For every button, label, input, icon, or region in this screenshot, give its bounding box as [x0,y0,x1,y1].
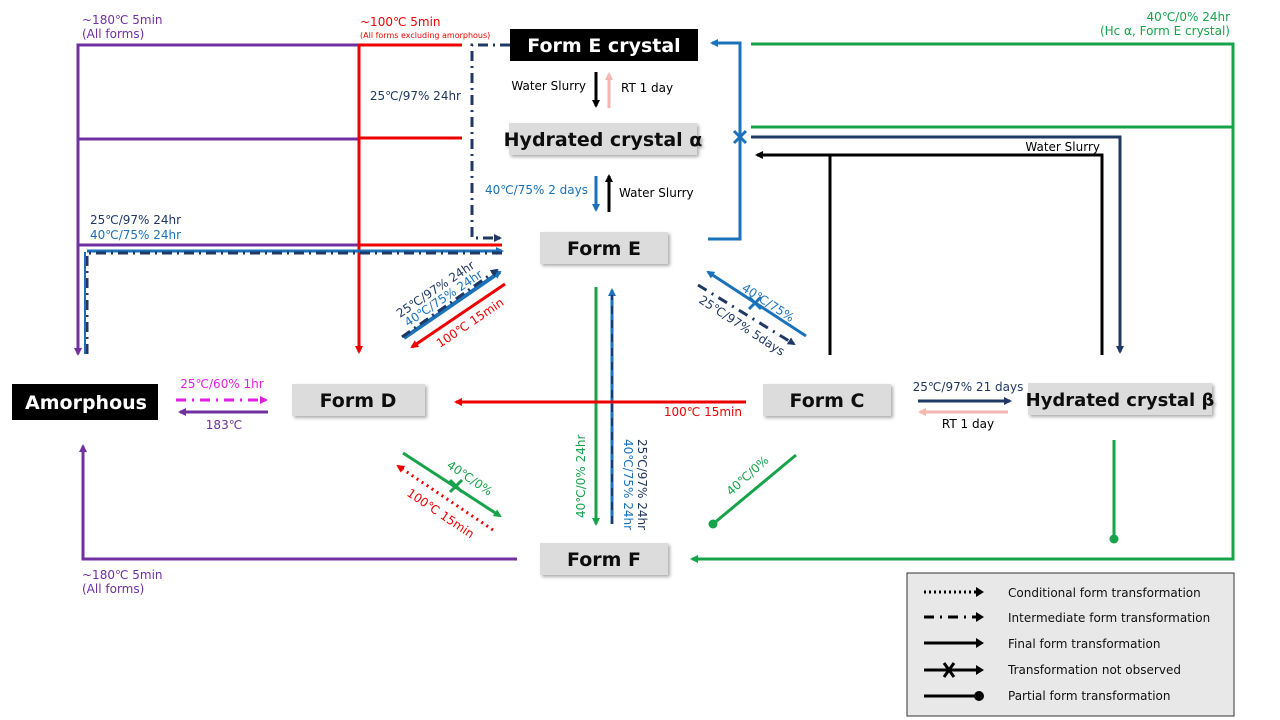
legend-arrowhead [976,587,984,597]
node-form-f: Form F [540,543,668,575]
legend-item-partial: Partial form transformation [924,689,1171,703]
node-label: Hydrated crystal β [1026,390,1215,411]
legend-item-conditional: Conditional form transformation [924,586,1201,600]
node-form-e-crystal: Form E crystal [510,29,698,61]
legend-item-final: Final form transformation [924,637,1160,651]
node-label: Form F [567,549,641,571]
legend-arrowhead [976,638,984,648]
legend-item-not-observed: Transformation not observed [924,662,1181,678]
node-label: Form E crystal [527,35,680,57]
edge-labels: ~180℃ 5min (All forms) ~100℃ 5min (All f… [82,10,1230,596]
legend-item-intermediate: Intermediate form transformation [924,611,1210,625]
label-ha-to-ec: RT 1 day [621,81,673,95]
label-left-25-97: 25℃/97% 24hr [90,213,181,227]
navy-line-ha-to-beta [751,135,1124,354]
label-e-to-ha: Water Slurry [619,186,694,200]
black-water-slurry-to-ha [755,151,1104,355]
label-c-to-beta: 25℃/97% 21 days [913,380,1024,394]
navy-dashdot-ec-to-e [470,43,510,242]
legend-label: Conditional form transformation [1008,586,1201,600]
legend-label: Partial form transformation [1008,689,1171,703]
node-form-d: Form D [292,384,425,416]
label-top-mid-2: (All forms excluding amorphous) [360,31,490,40]
label-top-right-1: 40℃/0% 24hr [1147,10,1231,24]
diag-e-to-c-navy [697,283,796,346]
label-bottom-left-1: ~180℃ 5min [82,568,163,582]
partial-dot-beta [1109,534,1119,544]
node-form-c: Form C [763,384,891,416]
label-f-to-e-1: 25℃/97% 24hr [635,439,649,530]
diag-e-to-d-red [410,282,506,349]
node-label: Form C [790,390,865,412]
label-f-to-e-2: 40℃/75% 24hr [621,439,635,530]
legend-arrowhead [976,612,984,622]
purple-line-bottom [79,444,517,561]
node-hydrated-crystal-beta: Hydrated crystal β [1026,383,1215,415]
partial-dot-cf [708,519,718,529]
label-beta-to-c: RT 1 day [942,417,994,431]
red-heat-lines [355,43,502,354]
legend-label: Transformation not observed [1007,663,1181,677]
not-observed-x-ce [747,295,763,311]
diag-d-to-e-navy [401,268,499,339]
node-form-e: Form E [540,232,668,264]
diag-c-to-f-partial [712,453,797,526]
label-bottom-left-2: (All forms) [82,582,144,596]
label-top-right-2: (Hc α, Form E crystal) [1100,24,1230,38]
node-hydrated-crystal-alpha: Hydrated crystal α [504,123,703,155]
label-d-to-amor: 183℃ [206,418,242,432]
node-label: Amorphous [25,392,147,414]
purple-heat-lines [74,43,517,561]
label-amor-to-d: 25℃/60% 1hr [180,377,264,391]
legend-label: Final form transformation [1008,637,1160,651]
node-amorphous: Amorphous [12,384,158,420]
label-e-to-f: 40℃/0% 24hr [574,434,588,518]
green-line-top-right [690,42,1235,563]
legend-arrowhead [976,665,984,675]
diag-f-to-d-red-dotted [396,464,494,532]
node-label: Form D [320,390,397,412]
label-top-left-1: ~180℃ 5min [82,13,163,27]
label-water-slurry-right: Water Slurry [1025,140,1100,154]
navy-dashdot-amorphous-to-e [85,251,502,354]
diag-d-to-e-blue [402,270,502,340]
label-left-40-75: 40℃/75% 24hr [90,228,181,242]
label-diag-cf: 40℃/0% [724,453,772,498]
purple-line-top [74,43,460,356]
node-label: Hydrated crystal α [504,129,703,151]
blue-bracket-e-to-ec [708,39,742,241]
label-ha-to-e: 40℃/75% 2 days [485,183,588,197]
x-mark-icon [942,662,956,678]
node-label: Form E [567,238,641,260]
not-observed-x-df [448,478,464,494]
label-c-to-d: 100℃ 15min [664,405,742,419]
label-diag-ce-1: 40℃/75% [739,281,796,325]
legend: Conditional form transformation Intermed… [906,572,1235,717]
label-top-mid-1: ~100℃ 5min [360,15,441,29]
diag-d-to-f-green [402,451,502,518]
label-diag-df: 40℃/0% [444,458,495,499]
legend-label: Intermediate form transformation [1008,611,1210,625]
label-ec-to-ha: Water Slurry [511,79,586,93]
not-observed-x-blue [732,129,748,145]
legend-dot-end [974,691,984,701]
label-top-left-2: (All forms) [82,27,144,41]
label-dash-25-97: 25℃/97% 24hr [370,89,461,103]
